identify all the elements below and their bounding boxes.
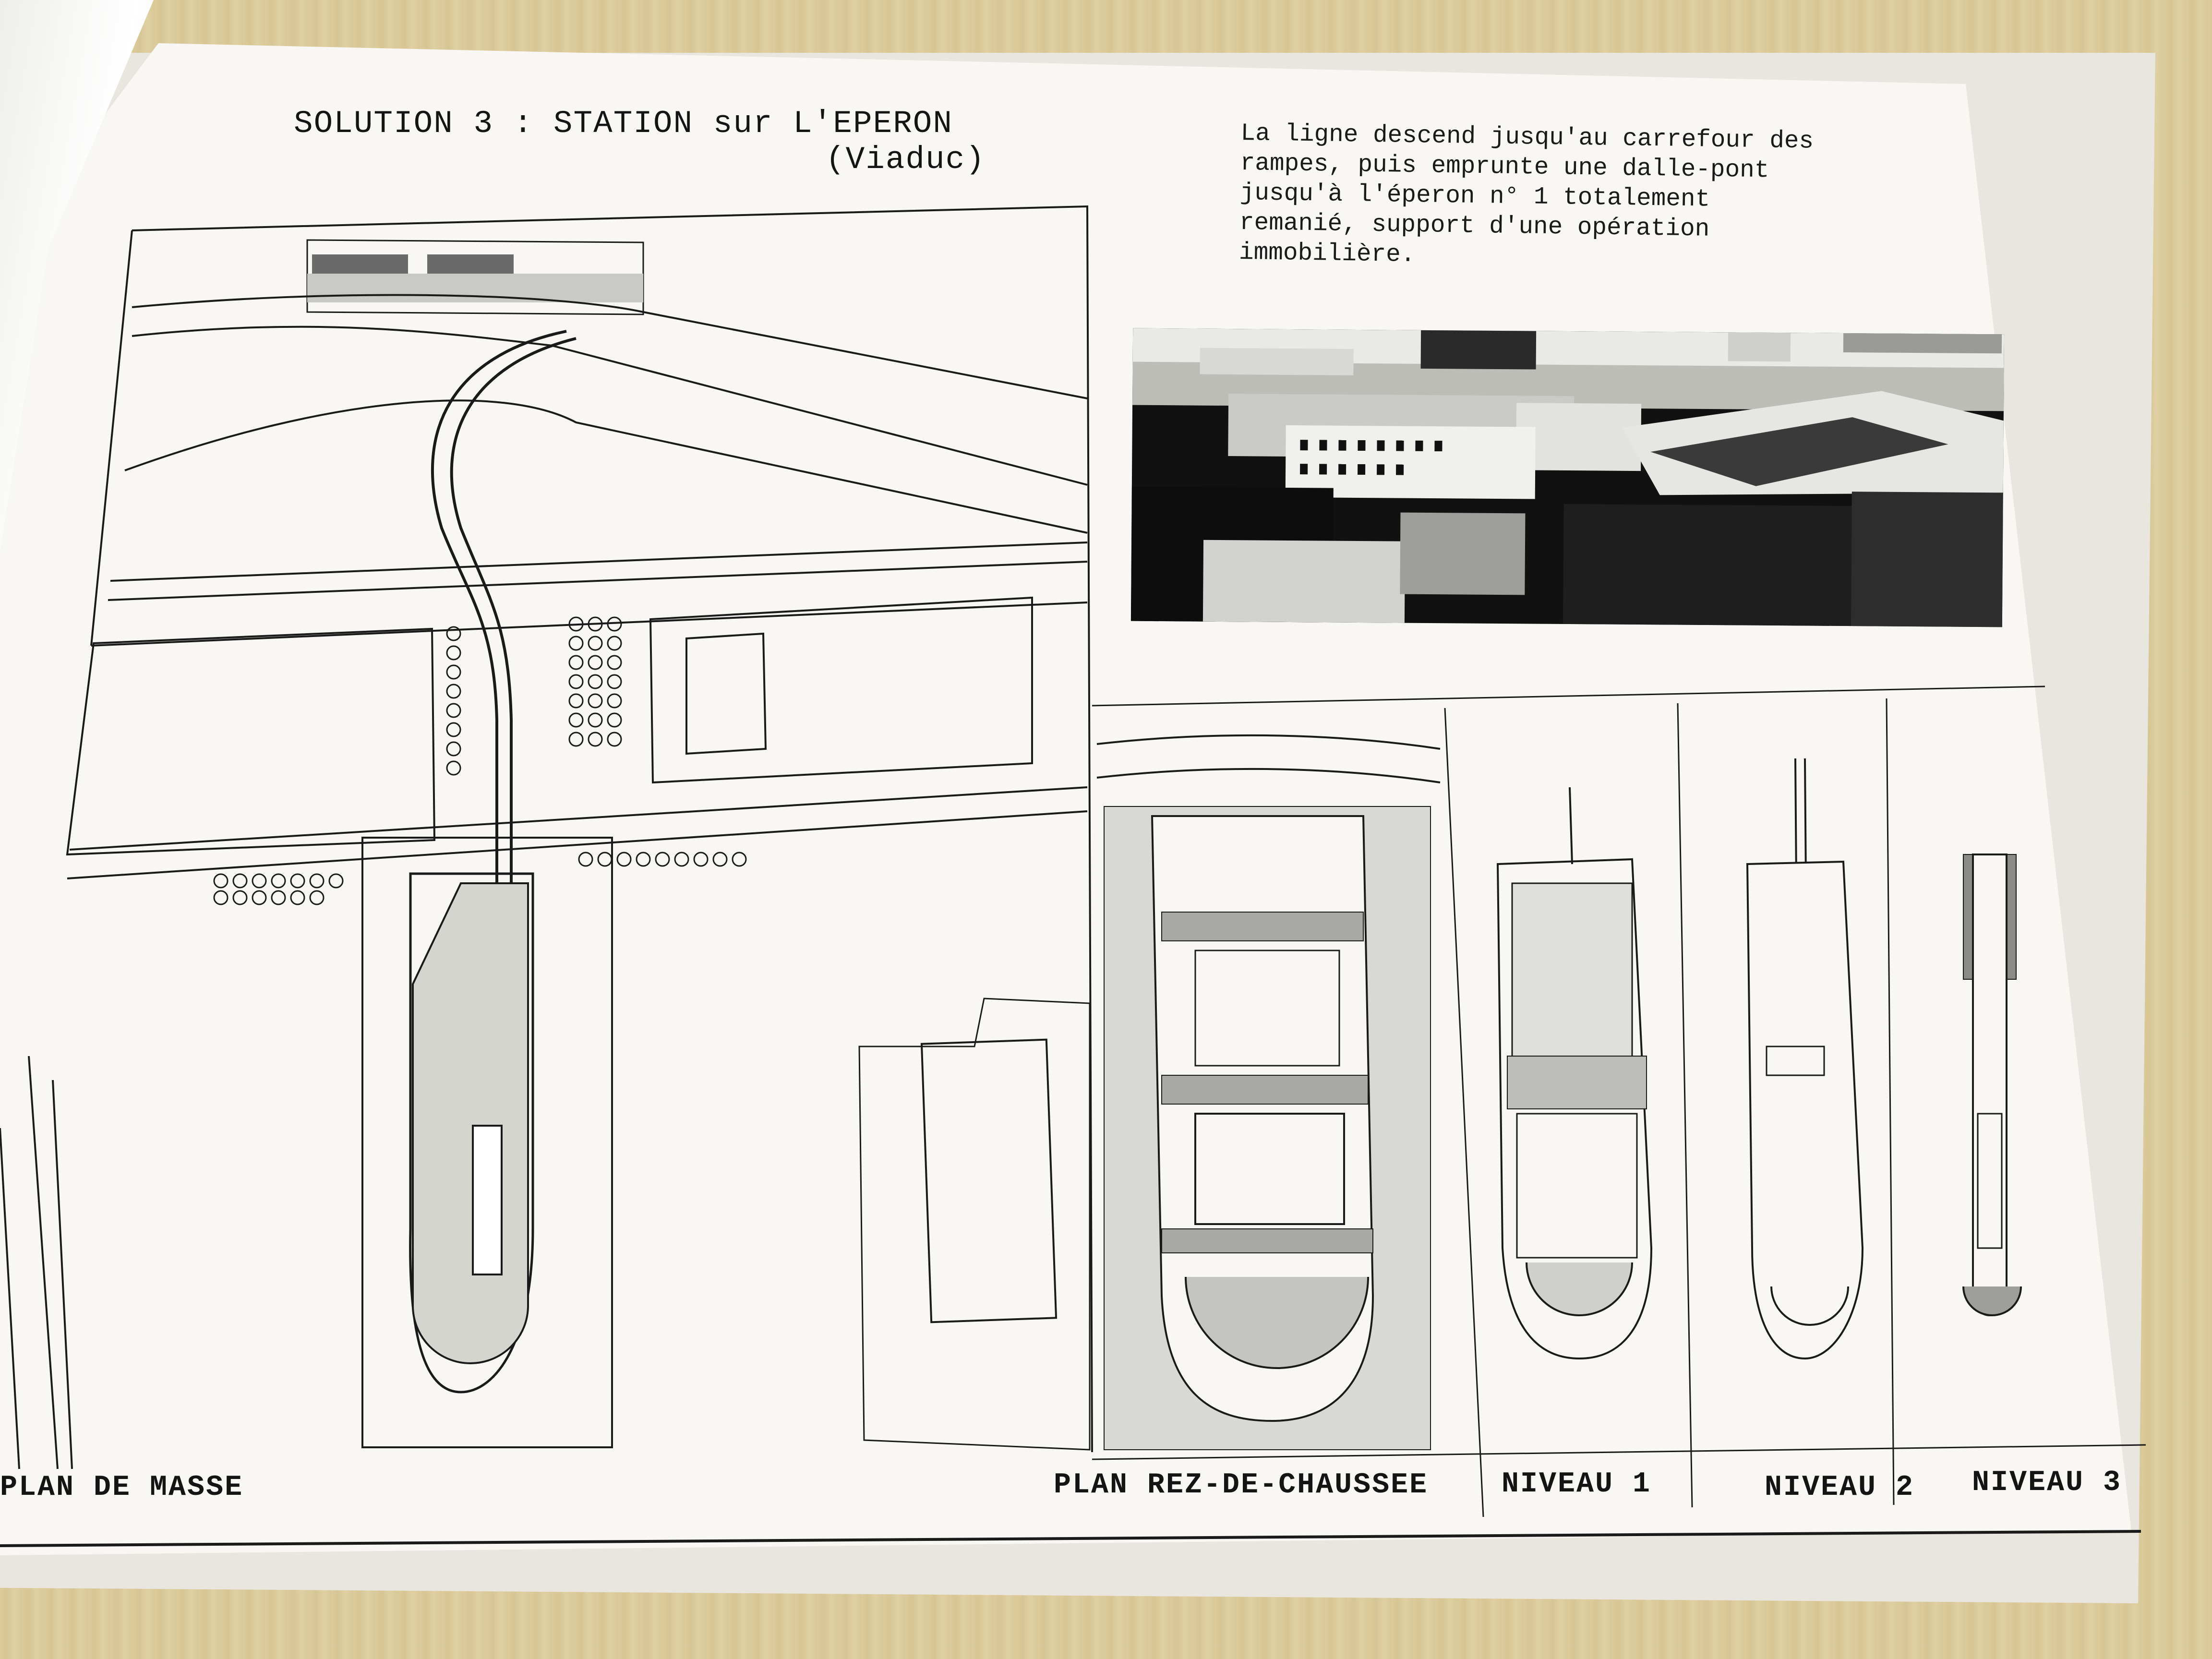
building-block: [858, 998, 1091, 1451]
label-band-rule: [1092, 1444, 2146, 1460]
tree-row: [213, 616, 747, 905]
plan-masse-frame: [132, 205, 1093, 1453]
document-title: SOLUTION 3 : STATION sur L'EPERON: [294, 106, 953, 142]
building-inner: [920, 1038, 1058, 1323]
plan-niveau-2: [1746, 758, 1864, 1360]
viaduct-line: [431, 330, 567, 1018]
document-subtitle: (Viaduc): [826, 142, 986, 178]
panel-top-rule: [1092, 685, 2045, 707]
road: [132, 294, 1088, 399]
plan-niveau-3: [1962, 854, 2022, 1317]
panel-divider: [1886, 698, 1895, 1505]
block: [685, 632, 767, 755]
viaduct-line: [450, 337, 577, 1018]
rail-line: [28, 1056, 59, 1469]
road: [108, 561, 1088, 601]
aerial-photo: [1130, 328, 2005, 627]
panel-divider: [1444, 708, 1484, 1517]
rail-line: [0, 1128, 20, 1469]
plan-rdc: [1096, 734, 1441, 1450]
panel-divider: [1677, 703, 1693, 1508]
block: [649, 596, 1033, 784]
block: [66, 627, 436, 856]
photo-content: [1130, 328, 2005, 627]
rail-line: [52, 1080, 73, 1469]
road: [124, 399, 1088, 534]
station-platform: [412, 882, 529, 1364]
site-boundary: [361, 837, 613, 1448]
niveau-3-label: NIVEAU 3: [1972, 1467, 2122, 1499]
road: [132, 325, 1088, 486]
plan-masse-label: PLAN DE MASSE: [0, 1471, 244, 1504]
niveau-2-label: NIVEAU 2: [1765, 1471, 1915, 1504]
road: [110, 541, 1088, 582]
plan-niveau-1: [1496, 787, 1653, 1360]
niveau-1-label: NIVEAU 1: [1502, 1468, 1652, 1501]
plan-rdc-label: PLAN REZ-DE-CHAUSSEE: [1054, 1469, 1429, 1502]
road: [69, 786, 1088, 851]
road: [67, 810, 1088, 879]
station-core: [472, 1125, 503, 1275]
bottom-rule: [0, 1530, 2141, 1547]
